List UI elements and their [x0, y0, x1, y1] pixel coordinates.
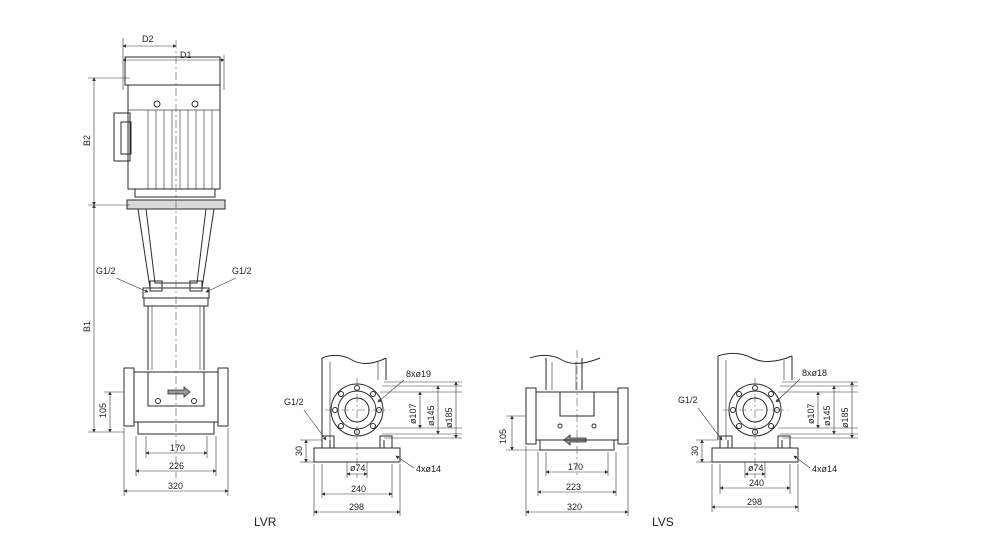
main-320-label: 320	[168, 481, 183, 491]
lvs-d185-label: ø185	[840, 407, 850, 428]
lvs-g-label: G1/2	[678, 395, 698, 405]
bolt-mark-right	[191, 100, 199, 108]
lvs-holes-label: 4xø14	[812, 464, 837, 474]
main-105-label: 105	[98, 403, 108, 418]
main-226-label: 226	[169, 461, 184, 471]
lvr-w298-label: 298	[349, 502, 364, 512]
front-base-view: 105 170 223 320	[498, 350, 629, 516]
lvr-d107-label: ø107	[408, 403, 418, 424]
base-foot	[137, 421, 215, 435]
motor-body	[127, 84, 221, 190]
front-outlet-flange	[617, 387, 629, 445]
flow-arrow	[167, 386, 191, 398]
b2-label: B2	[82, 135, 92, 146]
d1-label: D1	[180, 50, 192, 60]
front-inlet-flange	[525, 387, 537, 445]
lvr-base-foot	[313, 447, 401, 463]
g-right-label: G1/2	[232, 266, 252, 276]
d2-label: D2	[142, 34, 154, 44]
front-h105-label: 105	[498, 429, 508, 444]
front-w223-label: 223	[566, 482, 581, 492]
main-170-label: 170	[170, 443, 185, 453]
lvr-side-view: 8xø19 G1/2 ø107 ø145 ø185 30 ø74 4xø14 2…	[254, 354, 462, 529]
lvs-view-label: LVS	[652, 515, 674, 529]
lvr-d185-label: ø185	[444, 407, 454, 428]
terminal-box	[113, 112, 131, 162]
outlet-flange	[217, 367, 229, 427]
lvs-h30-label: 30	[690, 446, 700, 456]
lvr-w240-label: 240	[351, 484, 366, 494]
front-w170-label: 170	[568, 462, 583, 472]
lvr-bolts-label: 8xø19	[406, 369, 431, 379]
lvs-base-foot	[711, 447, 799, 463]
lvr-d145-label: ø145	[426, 405, 436, 426]
lvs-side-view: 8xø18 G1/2 ø107 ø145 ø185 30 ø74 4xø14 2…	[652, 352, 858, 529]
lvs-bolts-label: 8xø18	[802, 368, 827, 378]
b1-label: B1	[82, 321, 92, 332]
cooling-fins	[128, 109, 220, 189]
lvr-view-label: LVR	[254, 515, 277, 529]
main-elevation-view: D2 D1 B2 B1 105 G1/2 G1/2 170 226	[82, 34, 252, 496]
lvs-w298-label: 298	[747, 497, 762, 507]
lvr-g-label: G1/2	[284, 397, 304, 407]
front-w320-label: 320	[567, 502, 582, 512]
motor-top-cap	[124, 56, 221, 86]
lvr-d74-label: ø74	[350, 463, 366, 473]
bolt-mark-left	[153, 100, 161, 108]
lvs-w240-label: 240	[749, 478, 764, 488]
lvr-holes-label: 4xø14	[416, 464, 441, 474]
inlet-flange	[123, 367, 135, 427]
lvr-h30-label: 30	[294, 446, 304, 456]
lvs-d107-label: ø107	[806, 403, 816, 424]
lvs-d74-label: ø74	[748, 463, 764, 473]
g-left-label: G1/2	[96, 266, 116, 276]
lvs-d145-label: ø145	[822, 405, 832, 426]
